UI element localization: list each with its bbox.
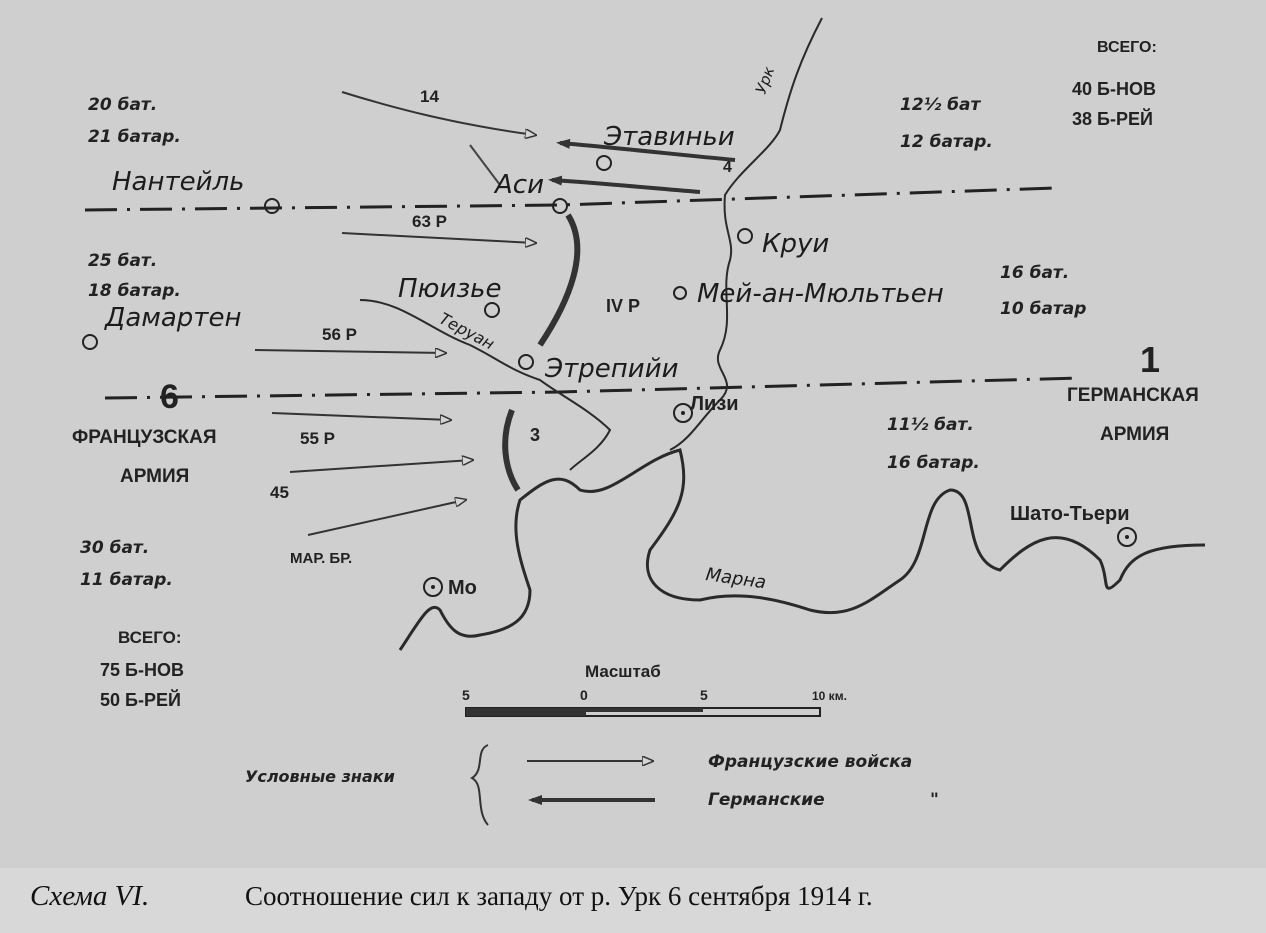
french-arrows (254, 91, 535, 536)
town-nanteuil-marker (264, 198, 280, 214)
town-etavigny-marker (596, 155, 612, 171)
arrow-45 (289, 460, 472, 473)
unit-mar-br: МАР. БР. (290, 550, 352, 567)
label-meaux: Мо (448, 577, 477, 599)
arrow-56r (254, 350, 445, 353)
german-total-label: ВСЕГО: (1097, 39, 1157, 56)
town-chateau-marker (1117, 527, 1137, 547)
french-total-batteries: 50 Б-РЕЙ (100, 689, 181, 710)
label-etrepilly: Этрепийи (544, 354, 679, 384)
label-may: Мей-ан-Мюльтьен (697, 279, 944, 309)
french-army-name-2: АРМИЯ (120, 466, 189, 487)
legend-french-label: Французские войска (708, 752, 912, 772)
legend-ditto-mark: " (930, 790, 939, 810)
label-damartin: Дамартен (104, 303, 241, 333)
town-acy-marker (552, 198, 568, 214)
arrow-55r (271, 412, 450, 420)
german-group1-batteries: 12 батар. (900, 132, 993, 152)
unit-3: 3 (530, 425, 540, 445)
unit-63r: 63 Р (412, 212, 447, 231)
label-puisieux: Пюизье (398, 274, 501, 304)
town-damartin-marker (82, 334, 98, 350)
german-army-number: 1 (1140, 339, 1160, 380)
french-group2-batteries: 18 батар. (88, 281, 181, 301)
river-marne (398, 448, 1206, 651)
scale-tick: 5 (700, 687, 708, 703)
legend-german-label: Германские (708, 790, 825, 810)
legend-title: Условные знаки (245, 767, 395, 786)
german-group2-battalions: 16 бат. (1000, 263, 1069, 283)
german-group1-battalions: 12½ бат (900, 95, 982, 115)
town-lizy-marker (673, 403, 693, 423)
french-group1-battalions: 20 бат. (88, 95, 157, 115)
french-army-number: 6 (160, 378, 179, 416)
german-group3-battalions: 11½ бат. (887, 415, 974, 435)
german-arrows (469, 138, 736, 492)
german-army-name: ГЕРМАНСКАЯ (1067, 385, 1199, 406)
scale-tick: 5 (462, 687, 470, 703)
french-group1-batteries: 21 батар. (88, 127, 181, 147)
unit-55r: 55 Р (300, 429, 335, 448)
german-total-batteries: 38 Б-РЕЙ (1072, 108, 1153, 129)
town-etrepilly-marker (518, 354, 534, 370)
town-meaux-marker (423, 577, 443, 597)
german-group3-batteries: 16 батар. (887, 453, 980, 473)
french-total-label: ВСЕГО: (118, 628, 182, 647)
arrow-14 (341, 91, 535, 135)
town-crouy-marker (737, 228, 753, 244)
label-nanteuil: Нантейль (112, 167, 244, 197)
label-lizy: Лизи (690, 393, 739, 415)
river-ourcq (669, 17, 823, 451)
arrow-german-acy (548, 175, 701, 194)
label-river-ourcq: Урк (752, 64, 778, 96)
legend: Условные знаки Французские войска Герман… (245, 744, 939, 826)
town-may-marker (673, 286, 687, 300)
scale-bar: Масштаб 5 0 5 10 км. (462, 662, 847, 717)
french-group2-battalions: 25 бат. (88, 251, 157, 271)
unit-45: 45 (270, 483, 289, 502)
arrow-german-4 (556, 138, 736, 162)
german-total-battalions: 40 Б-НОВ (1072, 79, 1156, 99)
scale-tick: 0 (580, 687, 588, 703)
arrow-mar-br (307, 500, 465, 536)
label-acy: Аси (493, 170, 544, 200)
unit-14: 14 (420, 87, 439, 106)
scale-tick: 10 км. (812, 689, 847, 703)
arrow-63r (341, 232, 535, 243)
german-group2-batteries: 10 батар (1000, 299, 1086, 319)
label-river-marne: Марна (704, 564, 767, 593)
unit-56r: 56 Р (322, 325, 357, 344)
french-total-battalions: 75 Б-НОВ (100, 660, 184, 680)
unit-4: 4 (723, 159, 732, 176)
label-crouy: Круи (762, 229, 829, 259)
town-puisieux-marker (484, 302, 500, 318)
caption-text: Соотношение сил к западу от р. Урк 6 сен… (245, 881, 873, 911)
label-chateau: Шато-Тьери (1010, 503, 1130, 525)
front-line-south (104, 376, 1081, 400)
river-therouanne (359, 299, 612, 471)
german-line-3 (502, 408, 521, 492)
unit-ivr: IV Р (606, 296, 640, 316)
scale-title: Масштаб (585, 662, 661, 681)
german-army-name-2: АРМИЯ (1100, 424, 1169, 445)
french-group3-battalions: 30 бат. (80, 538, 149, 558)
french-army-name: ФРАНЦУЗСКАЯ (72, 427, 217, 448)
french-group3-batteries: 11 батар. (80, 570, 173, 590)
label-etavigny: Этавиньи (603, 122, 735, 152)
caption-prefix: Схема VI. (30, 880, 149, 912)
german-line-ivr (537, 213, 581, 347)
